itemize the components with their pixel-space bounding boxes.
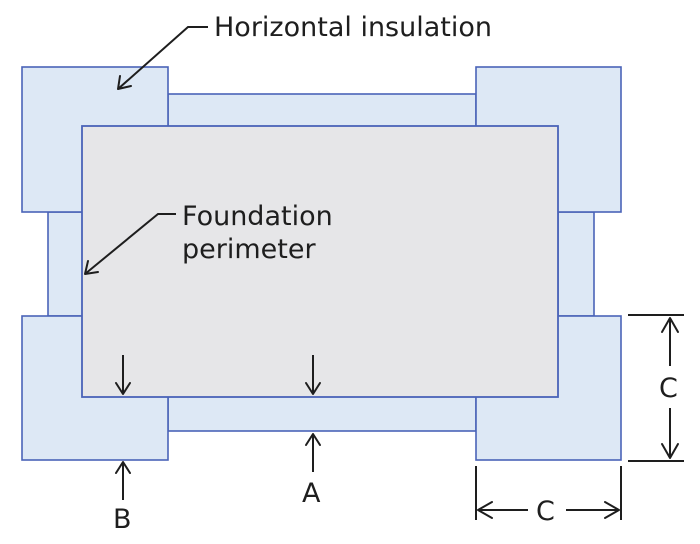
foundation-perimeter-label-line2: perimeter [182,234,316,265]
insulation-strip-bottom [167,395,477,432]
horizontal-insulation-label: Horizontal insulation [214,12,492,43]
foundation-perimeter-label-line1: Foundation [182,201,333,232]
dimension-c-vertical [628,314,684,462]
foundation-slab [81,125,559,398]
dimension-c-horizontal [475,466,622,520]
dimension-b-arrows [115,355,131,500]
dimension-b-label: B [113,504,132,535]
insulation-strip-top [167,93,477,129]
insulation-strip-left [47,211,85,317]
dimension-a-label: A [302,478,321,509]
dimension-c-vertical-label: C [659,373,678,404]
dimension-a-arrows [305,355,321,472]
horizontal-insulation-leader [117,26,208,90]
dimension-c-horizontal-label: C [536,496,555,527]
foundation-perimeter-leader [84,213,176,275]
insulation-strip-right [557,211,595,317]
